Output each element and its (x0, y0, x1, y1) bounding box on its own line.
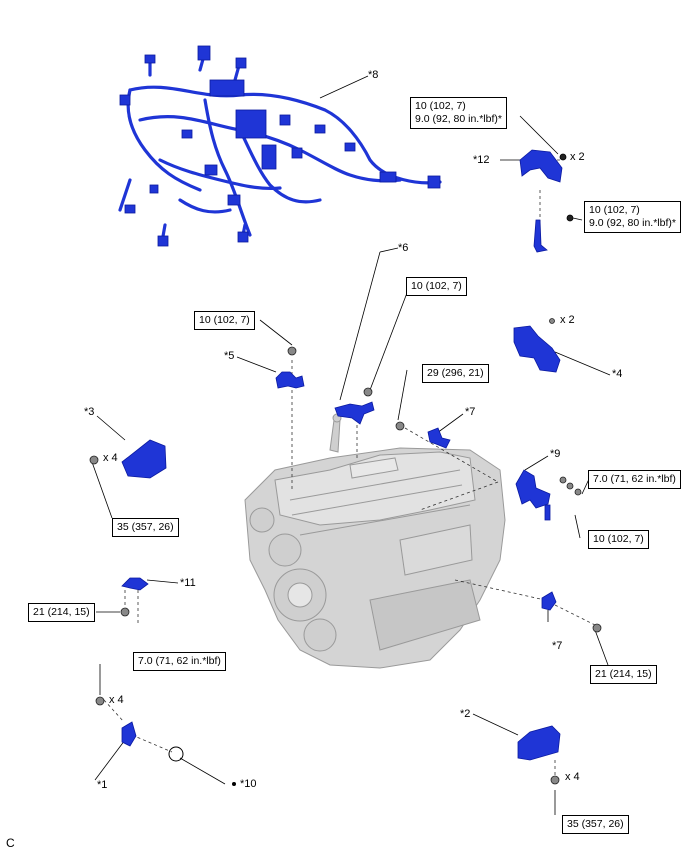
callout-5: *5 (224, 350, 235, 362)
torque-box-3: 35 (357, 26) (112, 518, 179, 537)
torque-box-12: 10 (102, 7) 9.0 (92, 80 in.*lbf)* (410, 97, 507, 129)
torque-box-9b: 10 (102, 7) (588, 530, 649, 549)
callout-7-lower: *7 (552, 640, 563, 652)
torque-box-7b: 21 (214, 15) (590, 665, 657, 684)
callout-9: *9 (550, 448, 561, 460)
callout-11: *11 (180, 577, 196, 589)
bracket-7b-part (541, 591, 557, 611)
engine-mount-3-part (121, 439, 167, 479)
wire-harness-part (118, 50, 442, 244)
torque-box-12b: 10 (102, 7) 9.0 (92, 80 in.*lbf)* (584, 201, 681, 233)
quantity-12: x 2 (570, 151, 585, 163)
callout-3: *3 (84, 406, 95, 418)
quantity-2: x 4 (565, 771, 580, 783)
o-ring-10-part (168, 746, 184, 762)
bolt-12-part (559, 153, 574, 222)
callout-6: *6 (398, 242, 409, 254)
bracket-9-stem (544, 504, 551, 521)
torque-box-2: 35 (357, 26) (562, 815, 629, 834)
callout-4: *4 (612, 368, 623, 380)
sensor-1-part (121, 721, 137, 747)
torque-12-line1: 10 (102, 7) (415, 100, 466, 112)
figure-code: C (6, 836, 15, 850)
callout-8: *8 (368, 69, 379, 81)
wire-harness-connectors (119, 45, 441, 247)
torque-box-7: 29 (296, 21) (422, 364, 489, 383)
callout-7-upper: *7 (465, 406, 476, 418)
torque-box-5: 10 (102, 7) (194, 311, 255, 330)
torque-box-6: 10 (102, 7) (406, 277, 467, 296)
torque-12b-line2: 9.0 (92, 80 in.*lbf)* (589, 217, 676, 229)
callout-12: *12 (473, 154, 490, 166)
callout-2: *2 (460, 708, 471, 720)
bracket-12-part (519, 149, 563, 253)
bullet-10 (232, 782, 236, 786)
engine-illustration (244, 413, 506, 669)
torque-box-11: 21 (214, 15) (28, 603, 95, 622)
torque-12-line2: 9.0 (92, 80 in.*lbf)* (415, 113, 502, 125)
quantity-4: x 2 (560, 314, 575, 326)
torque-box-1: 7.0 (71, 62 in.*lbf) (133, 652, 226, 671)
bracket-4-part (513, 325, 561, 373)
torque-box-9a: 7.0 (71, 62 in.*lbf) (588, 470, 681, 489)
bolts (89, 318, 602, 785)
bracket-6-part (334, 401, 375, 425)
callout-1: *1 (97, 779, 108, 791)
torque-12b-line1: 10 (102, 7) (589, 204, 640, 216)
bracket-11-part (121, 577, 149, 591)
bracket-9-part (515, 469, 551, 509)
quantity-1: x 4 (109, 694, 124, 706)
quantity-3: x 4 (103, 452, 118, 464)
leader-lines (91, 75, 611, 815)
bracket-5-part (275, 371, 305, 389)
callout-10: *10 (240, 778, 257, 790)
blue-parts (118, 45, 574, 761)
engine-mount-2-part (517, 725, 561, 761)
bracket-7-part (427, 427, 451, 449)
